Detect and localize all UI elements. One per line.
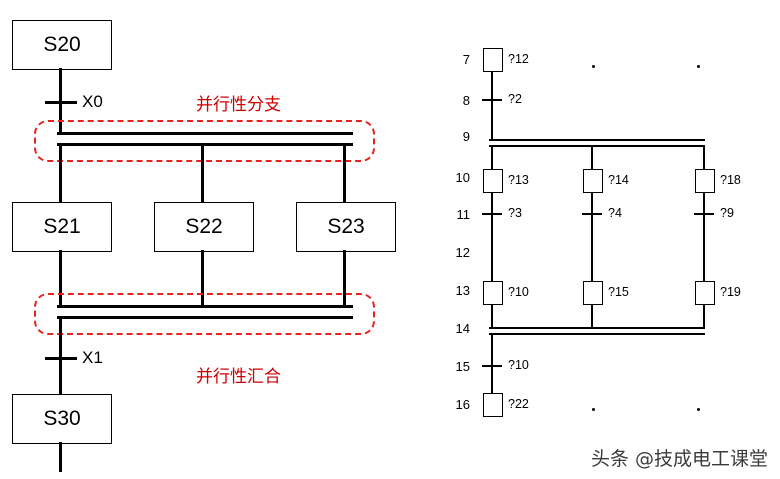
- right-merge-bar-bottom: [489, 333, 705, 335]
- right-link-r8-r9: [491, 100, 493, 140]
- row-number-11: 11: [456, 207, 471, 222]
- annotation-parallel-branch: 并行性分支: [196, 95, 281, 115]
- right-tag-r13c1: ?10: [508, 285, 529, 299]
- row-number-10: 10: [455, 170, 470, 185]
- right-merge-bar-top: [489, 327, 705, 329]
- marker-dot-bottom-right: [697, 408, 700, 411]
- right-link-r11c2-r13: [591, 213, 593, 281]
- row-number-16: 16: [455, 397, 470, 412]
- merge-riser-2: [201, 250, 204, 305]
- right-branch-bar-top: [489, 139, 705, 141]
- transition-tick-x1: [45, 357, 77, 360]
- row-number-8: 8: [462, 93, 470, 108]
- right-link-r11c3-r13: [703, 213, 705, 281]
- right-tag-r16c1: ?22: [508, 397, 529, 411]
- right-state-box-r10c3: [695, 169, 715, 193]
- parallel-branch-bar-top: [57, 132, 353, 135]
- right-tag-r10c2: ?14: [608, 173, 629, 187]
- branch-highlight: [34, 120, 375, 162]
- right-tick-r15: [482, 365, 502, 367]
- link-merge-to-s30: [59, 318, 62, 394]
- right-link-r14-r15: [491, 334, 493, 368]
- right-tag-r10c1: ?13: [508, 173, 529, 187]
- row-number-13: 13: [455, 283, 470, 298]
- marker-dot-bottom-mid: [592, 408, 595, 411]
- right-tag-r13c3: ?19: [720, 285, 741, 299]
- right-tag-r11c2: ?4: [608, 206, 622, 220]
- right-tag-r13c2: ?15: [608, 285, 629, 299]
- marker-dot-top-mid: [592, 65, 595, 68]
- right-tag-r8c1: ?2: [508, 92, 522, 106]
- state-box-s23: S23: [296, 202, 396, 252]
- row-number-9: 9: [462, 129, 470, 144]
- state-label: S22: [185, 215, 223, 238]
- parallel-merge-bar-bottom: [57, 316, 353, 319]
- state-box-s22: S22: [154, 202, 254, 252]
- marker-dot-top-right: [697, 65, 700, 68]
- row-number-7: 7: [462, 52, 470, 67]
- right-state-box-r16c1: [483, 393, 503, 417]
- row-number-14: 14: [455, 321, 470, 336]
- row-number-12: 12: [455, 245, 470, 260]
- right-state-box-r7c1: [483, 48, 503, 72]
- state-label: S30: [43, 407, 81, 430]
- link-s20-to-branch: [59, 68, 62, 132]
- merge-riser-1: [59, 250, 62, 305]
- right-branch-drop-2: [591, 146, 593, 170]
- right-state-box-r10c2: [583, 169, 603, 193]
- state-label: S20: [43, 33, 81, 56]
- parallel-merge-bar-top: [57, 305, 353, 308]
- right-link-r10c2-r11: [591, 193, 593, 219]
- right-state-box-r13c2: [583, 281, 603, 305]
- row-number-15: 15: [455, 359, 470, 374]
- state-label: S23: [327, 215, 365, 238]
- right-merge-riser-1: [491, 305, 493, 328]
- right-tag-r11c3: ?9: [720, 206, 734, 220]
- branch-drop-1: [59, 145, 62, 202]
- watermark: 头条 @技成电工课堂: [590, 448, 768, 470]
- branch-drop-3: [343, 145, 346, 202]
- merge-highlight: [34, 293, 375, 335]
- right-merge-riser-3: [703, 305, 705, 328]
- right-branch-drop-3: [703, 146, 705, 170]
- right-tag-r11c1: ?3: [508, 206, 522, 220]
- right-link-r11c1-r13: [491, 213, 493, 281]
- right-tag-r10c3: ?18: [720, 173, 741, 187]
- annotation-parallel-merge: 并行性汇合: [196, 367, 281, 387]
- right-state-box-r13c1: [483, 281, 503, 305]
- state-box-s30: S30: [12, 394, 112, 444]
- right-state-box-r13c3: [695, 281, 715, 305]
- right-link-r15-r16: [491, 366, 493, 394]
- branch-drop-2: [201, 145, 204, 202]
- right-tag-r15c1: ?10: [508, 358, 529, 372]
- right-link-r10c1-r11: [491, 193, 493, 219]
- state-box-s21: S21: [12, 202, 112, 252]
- transition-label-x1: X1: [82, 348, 103, 367]
- right-link-r10c3-r11: [703, 193, 705, 219]
- state-box-s20: S20: [12, 20, 112, 70]
- parallel-branch-bar-bottom: [57, 143, 353, 146]
- transition-label-x0: X0: [82, 92, 103, 111]
- merge-riser-3: [343, 250, 346, 305]
- right-tick-r8: [482, 99, 502, 101]
- right-merge-riser-2: [591, 305, 593, 328]
- right-state-box-r10c1: [483, 169, 503, 193]
- state-label: S21: [43, 215, 81, 238]
- right-link-r7-r8: [491, 72, 493, 100]
- transition-tick-x0: [45, 101, 77, 104]
- right-tag-r7c1: ?12: [508, 52, 529, 66]
- link-s30-down: [59, 442, 62, 472]
- right-branch-drop-1: [491, 146, 493, 170]
- right-branch-bar-bottom: [489, 145, 705, 147]
